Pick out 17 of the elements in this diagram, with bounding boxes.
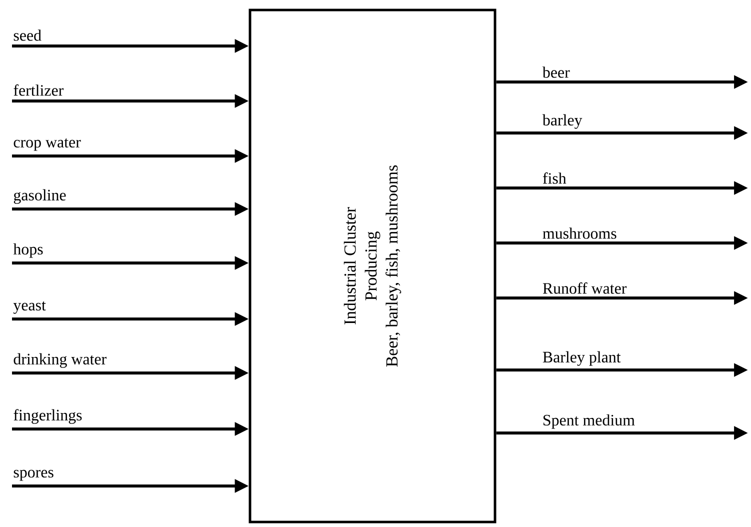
process-box: Industrial Cluster Producing Beer, barley, fish, mushrooms bbox=[248, 8, 496, 524]
flow-label: yeast bbox=[13, 301, 46, 314]
flow-label: hops bbox=[13, 243, 43, 258]
edge-label: Runoff water bbox=[542, 282, 627, 294]
edge-label: beer bbox=[542, 66, 570, 78]
edge-label: mushrooms bbox=[542, 228, 616, 239]
flow-label: fertlizer bbox=[14, 84, 64, 96]
flow-label: gasoline bbox=[14, 189, 66, 204]
edge-label: Spent medium bbox=[544, 414, 635, 429]
flow-label: fingerlings bbox=[14, 409, 82, 424]
flow-label: drinking water bbox=[14, 353, 106, 368]
edge-label: barley bbox=[542, 114, 582, 129]
edge-label: fish bbox=[542, 172, 566, 184]
flow-label: spores bbox=[14, 470, 54, 481]
flow-label: seed bbox=[14, 30, 42, 41]
edge-label: Barley plant bbox=[542, 351, 621, 366]
flow-label: crop water bbox=[14, 138, 81, 151]
